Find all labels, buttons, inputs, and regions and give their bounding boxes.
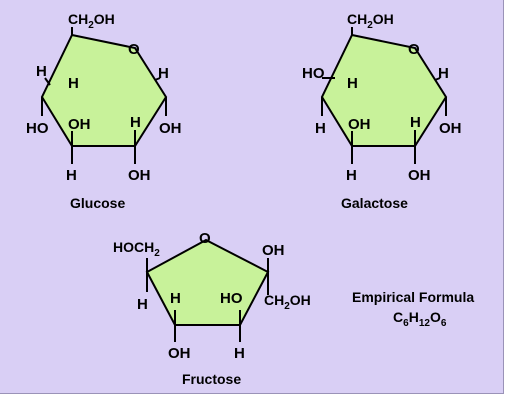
galactose-c3-oh: OH xyxy=(348,116,371,133)
fructose-c3-ho: HO xyxy=(220,290,243,307)
galactose-c1-h: H xyxy=(438,65,449,82)
fructose-structure: O HOCH2 OH CH2OH H H HO OH H Fructose xyxy=(113,230,311,387)
galactose-c4-ho: HO xyxy=(302,65,325,82)
empirical-formula: Empirical Formula C6H12O6 xyxy=(352,289,474,329)
glucose-c1-h-bond xyxy=(154,77,161,81)
galactose-c1-h-bond xyxy=(434,77,441,81)
fructose-ring-oxygen: O xyxy=(199,230,211,247)
glucose-ring-oxygen: O xyxy=(128,41,140,58)
glucose-c1-oh: OH xyxy=(159,120,182,137)
galactose-name: Galactose xyxy=(341,195,408,211)
galactose-c6-group: CH2OH xyxy=(347,11,394,31)
glucose-c2-oh: OH xyxy=(128,167,151,184)
fructose-c2-group: CH2OH xyxy=(264,292,311,312)
fructose-ring xyxy=(145,238,270,326)
galactose-c5-h: H xyxy=(347,75,358,92)
glucose-c4-ho: HO xyxy=(26,120,49,137)
galactose-c4-lower-h: H xyxy=(315,120,326,137)
galactose-c2-oh: OH xyxy=(408,167,431,184)
galactose-c2-h: H xyxy=(410,114,421,131)
glucose-c3-oh: OH xyxy=(68,116,91,133)
glucose-c6-group: CH2OH xyxy=(68,11,115,31)
glucose-c2-h: H xyxy=(130,114,141,131)
fructose-c2-oh: OH xyxy=(262,242,285,259)
galactose-ring xyxy=(320,33,448,147)
fructose-c4-h: H xyxy=(170,290,181,307)
galactose-ring-oxygen: O xyxy=(408,41,420,58)
glucose-c5-h-bond xyxy=(44,77,51,86)
glucose-ring xyxy=(40,33,168,147)
galactose-c3-h: H xyxy=(346,167,357,184)
fructose-c3-h: H xyxy=(234,345,245,362)
formula-title: Empirical Formula xyxy=(352,289,474,305)
fructose-c4-oh: OH xyxy=(168,345,191,362)
glucose-c5-h: H xyxy=(36,63,47,80)
fructose-c5-h: H xyxy=(137,296,148,313)
glucose-structure: O CH2OH H H H OH HO OH H H OH Glucose xyxy=(26,11,182,211)
fructose-name: Fructose xyxy=(182,371,241,387)
glucose-name: Glucose xyxy=(70,195,125,211)
galactose-structure: O CH2OH HO H H OH H OH H H OH Galactose xyxy=(302,11,462,211)
galactose-c1-oh: OH xyxy=(439,120,462,137)
fructose-c6-group: HOCH2 xyxy=(113,239,160,259)
glucose-c5-inner-h: H xyxy=(68,75,79,92)
glucose-c3-h: H xyxy=(66,167,77,184)
glucose-c1-h: H xyxy=(158,65,169,82)
formula-text: C6H12O6 xyxy=(393,309,447,329)
